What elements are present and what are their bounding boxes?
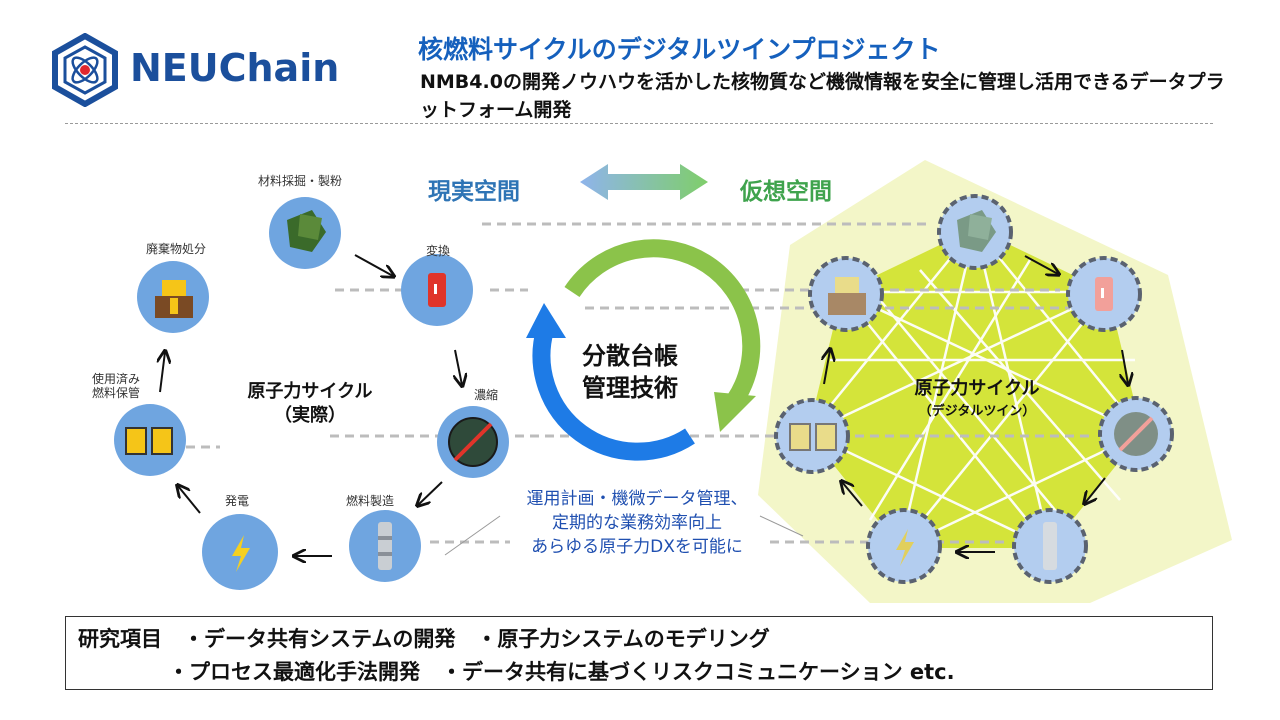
blue-cycle-arrow xyxy=(532,327,695,461)
centrifuge-icon xyxy=(448,412,1158,467)
lightning-icon xyxy=(232,529,914,572)
virtual-space-label: 仮想空間 xyxy=(740,179,832,205)
real-space-label: 現実空間 xyxy=(428,179,520,205)
research-box xyxy=(65,616,1213,690)
door-icon xyxy=(428,273,1113,311)
label-mining: 材料採掘・製粉 xyxy=(258,174,343,188)
virtual-cycle-title-main: 原子力サイクル xyxy=(914,378,1040,399)
real-node-storage xyxy=(114,404,186,476)
fuel-rod-icon xyxy=(378,522,1057,570)
virtual-cycle-title: 原子力サイクル （デジタルツイン） xyxy=(882,374,1072,419)
label-generation: 発電 xyxy=(225,494,250,508)
label-conversion: 変換 xyxy=(426,244,451,258)
virtual-cycle-title-sub: （デジタルツイン） xyxy=(918,404,1036,419)
research-line2: ・プロセス最適化手法開発 ・データ共有に基づくリスクコミュニケーション etc. xyxy=(168,660,955,684)
header-divider xyxy=(65,123,1213,124)
page-subtitle: NMB4.0の開発ノウハウを活かした核物質など機微情報を安全に管理し活用できるデ… xyxy=(420,71,1225,121)
ledger-line1: 分散台帳 xyxy=(582,342,678,370)
dx-note: 運用計画・機微データ管理、 定期的な業務効率向上 あらゆる原子力DXを可能に xyxy=(502,487,772,559)
dx-note-line3: あらゆる原子力DXを可能に xyxy=(531,537,743,557)
label-disposal: 廃棄物処分 xyxy=(146,242,207,256)
real-cycle-title-sub: （実際） xyxy=(274,405,346,426)
page-title: 核燃料サイクルのデジタルツインプロジェクト xyxy=(418,35,941,64)
green-cycle-arrow xyxy=(564,239,761,405)
logo-text: NEUChain xyxy=(130,46,340,90)
label-storage: 使用済み 燃料保管 xyxy=(92,372,141,400)
dx-note-line1: 運用計画・機微データ管理、 xyxy=(526,489,748,509)
research-line1: 研究項目 ・データ共有システムの開発 ・原子力システムのモデリング xyxy=(78,627,770,651)
label-fabrication: 燃料製造 xyxy=(346,494,395,508)
dx-note-line2: 定期的な業務効率向上 xyxy=(552,513,722,533)
real-cycle-title: 原子力サイクル （実際） xyxy=(230,380,390,428)
neuchain-logo-icon xyxy=(52,33,118,107)
waste-box-icon xyxy=(155,277,866,318)
ore-icon xyxy=(287,210,996,252)
label-enrichment: 濃縮 xyxy=(474,388,499,402)
fuel-assembly-icon xyxy=(125,423,837,455)
ledger-line2: 管理技術 xyxy=(582,374,678,402)
virtual-node-storage xyxy=(774,398,850,474)
real-cycle-title-main: 原子力サイクル xyxy=(247,381,373,402)
double-arrow xyxy=(580,164,708,200)
ledger-tech-label: 分散台帳 管理技術 xyxy=(570,340,690,404)
